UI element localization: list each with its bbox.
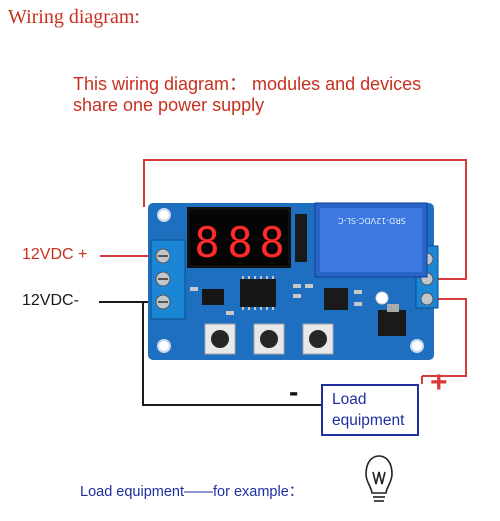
negative-input-label: 12VDC- xyxy=(22,292,79,309)
intro-line-1: This wiring diagram： modules and devices xyxy=(73,74,422,94)
jumper-header xyxy=(295,214,307,262)
load-equipment-box: Load equipment xyxy=(321,384,419,436)
relay xyxy=(314,202,428,278)
regulator xyxy=(378,310,406,336)
load-label-line-1: Load xyxy=(332,391,367,408)
load-minus-symbol: - xyxy=(289,376,299,407)
relay-module-board xyxy=(148,202,439,360)
positive-input-label: 12VDC + xyxy=(22,246,88,263)
footer-example-text: Load equipment——for example： xyxy=(80,484,304,500)
light-bulb-icon xyxy=(365,455,393,502)
negative-wire xyxy=(99,301,321,406)
display-digit-1: 8 xyxy=(194,218,219,267)
push-button-2 xyxy=(253,323,285,355)
relay-label: SRD-12VDC-SL-C xyxy=(338,216,406,225)
input-terminal-block xyxy=(150,239,186,320)
positive-wire xyxy=(100,159,467,377)
control-chip xyxy=(240,276,276,310)
load-label-line-2: equipment xyxy=(332,412,405,429)
load-plus-symbol: + xyxy=(430,366,448,399)
seven-segment-display xyxy=(187,207,291,268)
display-digit-2: 8 xyxy=(227,218,252,267)
push-button-3 xyxy=(302,323,334,355)
optocoupler xyxy=(202,289,224,305)
transistor xyxy=(324,288,348,310)
intro-line-2: share one power supply xyxy=(73,95,265,115)
diagram-title: Wiring diagram: xyxy=(8,6,140,28)
push-button-1 xyxy=(204,323,236,355)
led xyxy=(375,291,389,305)
display-digit-3: 8 xyxy=(259,218,284,267)
